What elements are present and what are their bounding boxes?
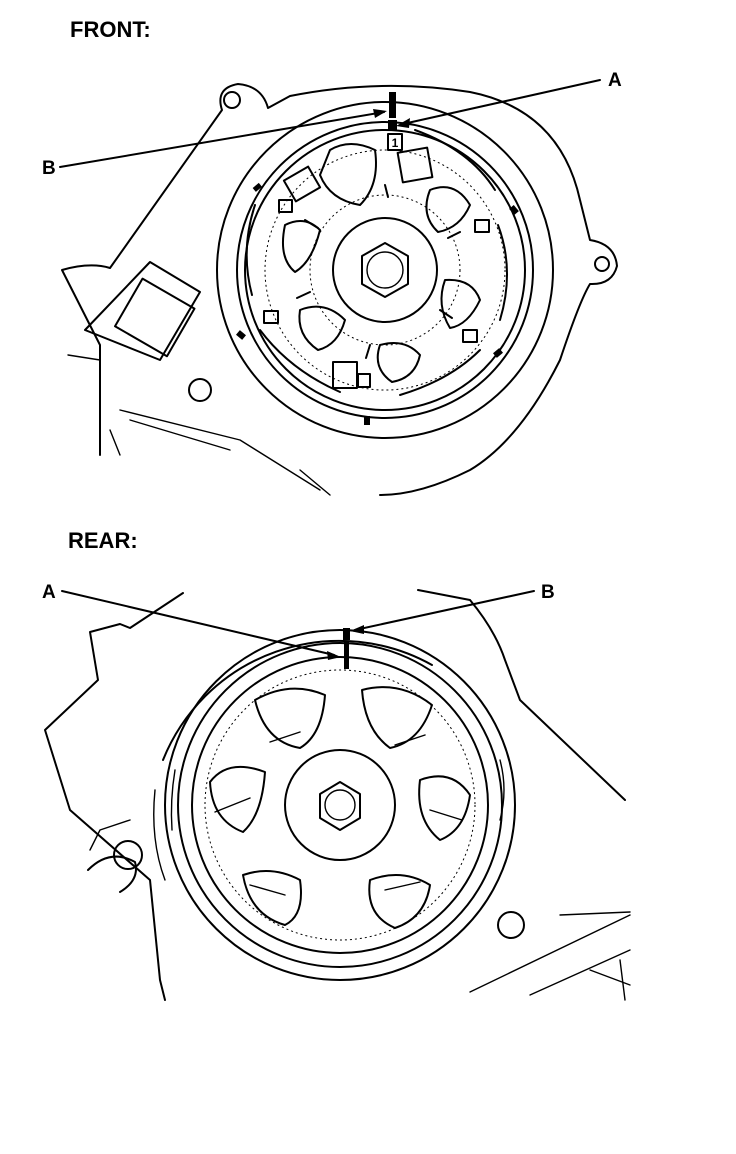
- front-leader-a: [402, 79, 601, 125]
- front-title: FRONT:: [70, 17, 151, 42]
- rear-title: REAR:: [68, 528, 138, 553]
- rear-housing: [44, 589, 631, 1001]
- rear-leader-a: [61, 590, 335, 656]
- front-leader-b: [59, 111, 385, 168]
- front-number-plate: [387, 133, 403, 151]
- rear-view: REAR:: [42, 528, 631, 1001]
- rear-housing-timing-mark: [343, 628, 350, 640]
- front-plate-number: 1: [392, 136, 399, 150]
- rear-callout-b: B: [541, 582, 555, 603]
- front-housing-timing-mark: [389, 92, 396, 118]
- rear-pulley-timing-mark: [344, 641, 349, 669]
- rear-leader-b: [354, 590, 535, 631]
- front-pulley: 1: [216, 101, 554, 439]
- front-view: FRONT:: [42, 17, 622, 496]
- front-callout-b: B: [42, 158, 56, 179]
- front-callout-a: A: [608, 70, 622, 91]
- rear-pulley: [153, 629, 516, 981]
- front-pulley-timing-mark: [388, 120, 397, 130]
- front-housing: [61, 83, 618, 496]
- rear-callout-a: A: [42, 582, 56, 603]
